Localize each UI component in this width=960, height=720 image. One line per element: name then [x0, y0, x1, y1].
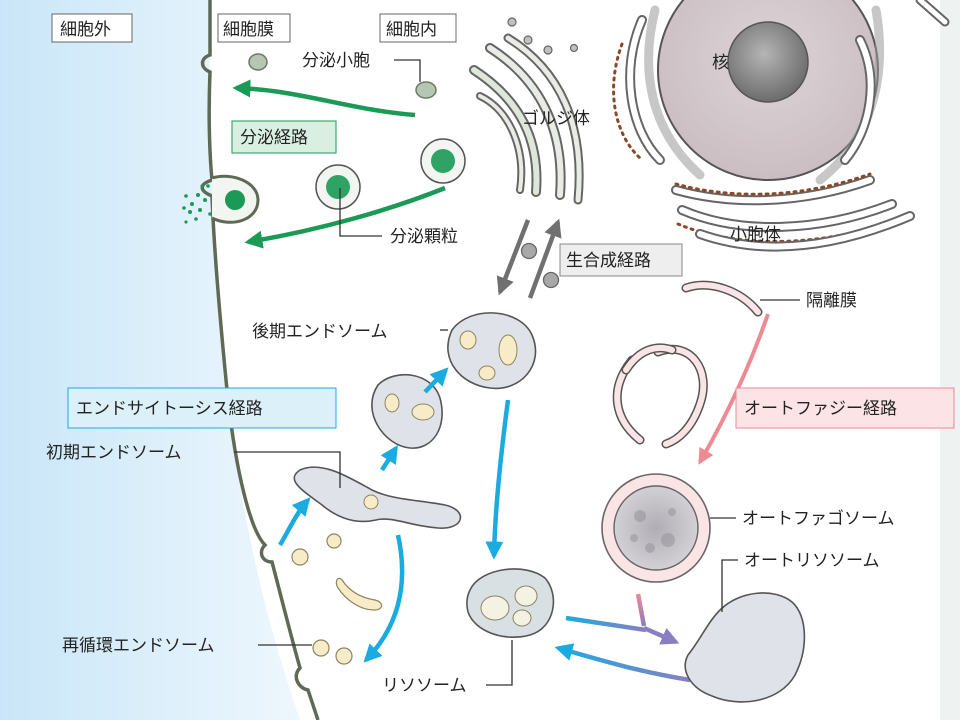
fusion-arrow-autophagosome — [635, 593, 647, 627]
endocytic-arrow-uptake — [278, 497, 311, 547]
endocytic-arrow-recycling — [363, 534, 405, 663]
golgi-apparatus — [469, 17, 584, 205]
secretory-vesicles — [248, 53, 437, 99]
autophagy-arrow — [698, 313, 770, 465]
early-endosome-label: 初期エンドソーム — [46, 443, 182, 463]
secretory-granule-label: 分泌顆粒 — [390, 227, 458, 247]
er-stacks — [612, 0, 950, 252]
extracellular-region — [0, 0, 300, 720]
phagophore — [612, 280, 763, 449]
pathway-label-endocytic: エンドサイトーシス経路 — [67, 387, 337, 429]
exocytosis-event — [182, 174, 260, 224]
autolysosome-label: オートリソソーム — [744, 551, 880, 571]
pathway-text-biosynthetic: 生合成経路 — [566, 251, 651, 271]
pathway-label-biosynthetic: 生合成経路 — [559, 243, 683, 277]
pathway-label-secretory: 分泌経路 — [231, 120, 337, 154]
lysosome-label: リソソーム — [382, 676, 467, 696]
autophagosome — [601, 473, 711, 583]
secretory-arrow-upper — [232, 79, 416, 118]
intermediate-endosome — [371, 373, 443, 449]
phagophore-label: 隔離膜 — [806, 291, 857, 311]
endocytic-arrow-early-to-mid — [380, 444, 398, 472]
pathway-label-autophagy: オートファジー経路 — [735, 387, 955, 429]
early-endosome — [293, 466, 462, 529]
leader-lines — [234, 59, 800, 686]
late-endosome — [447, 312, 537, 390]
recycling-vesicles — [291, 533, 383, 665]
pathway-text-autophagy: オートファジー経路 — [744, 399, 897, 419]
autophagosome-label: オートファゴソーム — [742, 508, 895, 529]
golgi-label: ゴルジ体 — [522, 108, 590, 129]
secretory-vesicle-label: 分泌小胞 — [302, 51, 370, 71]
biosynthetic-arrow-up — [527, 218, 562, 299]
region-label-intracellular: 細胞内 — [379, 13, 457, 43]
pathway-text-endocytic: エンドサイトーシス経路 — [76, 399, 263, 419]
secretory-granules — [315, 138, 466, 210]
region-label-extracellular: 細胞外 — [51, 13, 133, 43]
endocytic-arrow-mid-to-late — [423, 367, 449, 394]
recycling-arrow-autolysosome — [554, 643, 691, 683]
secretory-arrows — [232, 79, 446, 249]
biosynthetic-arrow-down — [496, 219, 531, 296]
fusion-arrows — [554, 593, 691, 683]
er-label: 小胞体 — [730, 225, 781, 245]
region-text-intracellular: 細胞内 — [386, 20, 437, 40]
nucleus — [644, 0, 885, 185]
lysosome — [466, 568, 555, 639]
late-endosome-label: 後期エンドソーム — [252, 322, 388, 342]
right-edge-strip — [940, 0, 960, 720]
secretory-arrow-lower — [244, 185, 446, 249]
region-text-extracellular: 細胞外 — [60, 20, 111, 40]
autolysosome — [684, 592, 806, 703]
nucleus-label: 核 — [712, 53, 729, 73]
fusion-arrow-lysosome — [565, 615, 647, 633]
region-label-membrane: 細胞膜 — [217, 13, 291, 43]
pathway-text-secretory: 分泌経路 — [240, 128, 308, 148]
endocytic-arrows — [278, 367, 511, 663]
biosynthetic-arrows — [496, 218, 562, 299]
region-text-membrane: 細胞膜 — [223, 20, 274, 40]
endocytic-arrow-late-to-lysosome — [485, 399, 511, 560]
recycling-endosome-label: 再循環エンドソーム — [62, 636, 215, 656]
nucleolus — [727, 21, 809, 103]
